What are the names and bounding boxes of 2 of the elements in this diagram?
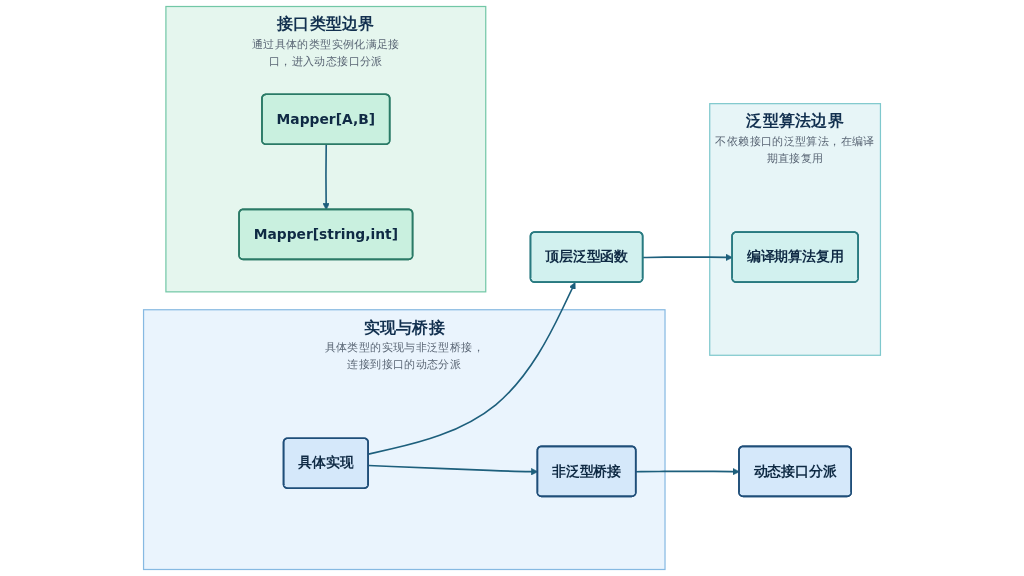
arrow bbox=[642, 253, 733, 261]
arrow bbox=[322, 143, 330, 211]
